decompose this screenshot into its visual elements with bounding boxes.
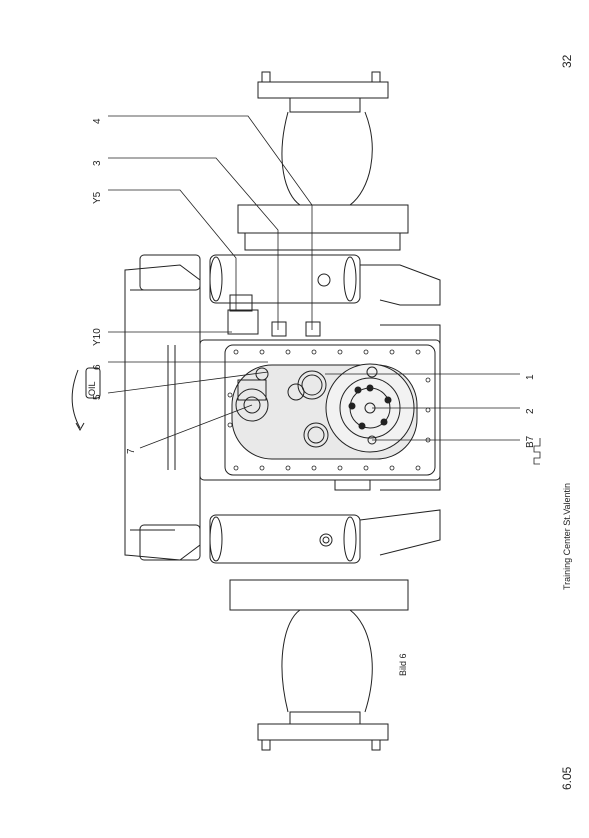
housing-bolts: [227, 349, 431, 471]
left-frame: [124, 254, 201, 561]
callout-4: 4: [92, 118, 103, 124]
callout-3: 3: [92, 160, 103, 166]
lower-cylinder: [209, 509, 441, 564]
callout-y10: Y10: [92, 328, 103, 346]
callout-7: 7: [126, 448, 137, 454]
callout-y5: Y5: [92, 191, 103, 204]
top-axle-flange: [237, 71, 409, 251]
callout-6: 6: [92, 364, 103, 370]
output-flange: [325, 363, 415, 453]
upper-cylinder: [209, 254, 441, 306]
callout-2: 2: [525, 408, 536, 414]
pulse-signal-icon: [533, 438, 541, 465]
valve-block: [227, 294, 321, 337]
callout-b7: B7: [525, 435, 536, 448]
bottom-axle-flange: [229, 579, 409, 751]
oil-label: OIL: [87, 381, 97, 396]
lower-bracket: [334, 479, 371, 491]
center-plugs: [255, 367, 329, 448]
oil-flow-arrow-icon: [71, 367, 101, 432]
callout-1: 1: [525, 374, 536, 380]
leader-lines: [107, 115, 520, 449]
pump-assembly: [235, 379, 305, 422]
